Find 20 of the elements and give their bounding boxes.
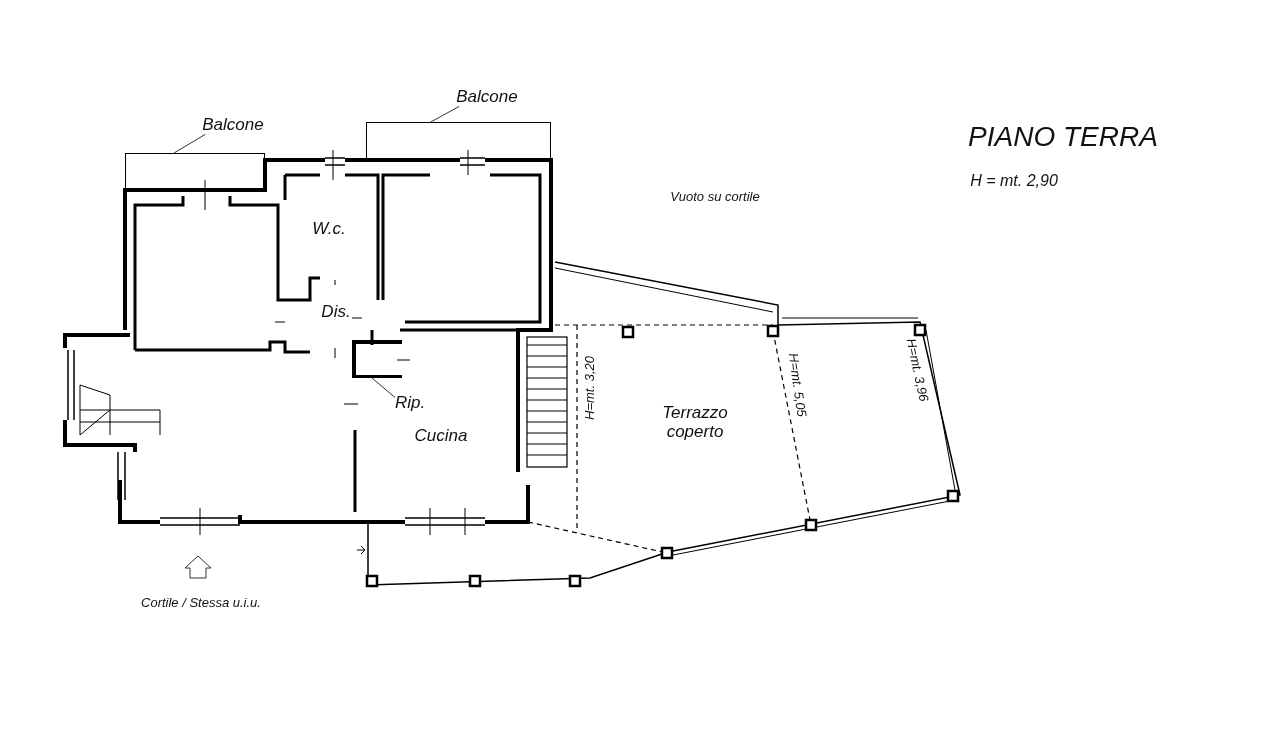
room-label: Rip. <box>394 393 426 413</box>
area-note: Vuoto su cortile <box>670 189 760 205</box>
balcony-outline <box>125 153 265 188</box>
balcony-outline <box>366 122 551 158</box>
room-label: Dis. <box>321 302 351 322</box>
area-label: Terrazzo coperto <box>661 404 729 442</box>
balcony-label: Balcone <box>456 87 518 107</box>
height-label: H=mt. 5,05 <box>785 352 809 418</box>
room-label: Cucina <box>414 426 468 446</box>
height-label: H=mt. 3,96 <box>903 337 931 403</box>
closet-outline <box>352 340 402 378</box>
leader-line <box>371 377 396 398</box>
balcony-label: Balcone <box>202 115 264 135</box>
leader-line <box>430 105 460 123</box>
plan-title: PIANO TERRA <box>968 121 1158 153</box>
area-note: Cortile / Stessa u.i.u. <box>141 595 261 611</box>
room-label: W.c. <box>312 219 346 239</box>
height-label: H=mt. 3,20 <box>582 356 598 420</box>
leader-line <box>173 133 206 154</box>
height-label: H = mt. 2,90 <box>970 172 1058 190</box>
